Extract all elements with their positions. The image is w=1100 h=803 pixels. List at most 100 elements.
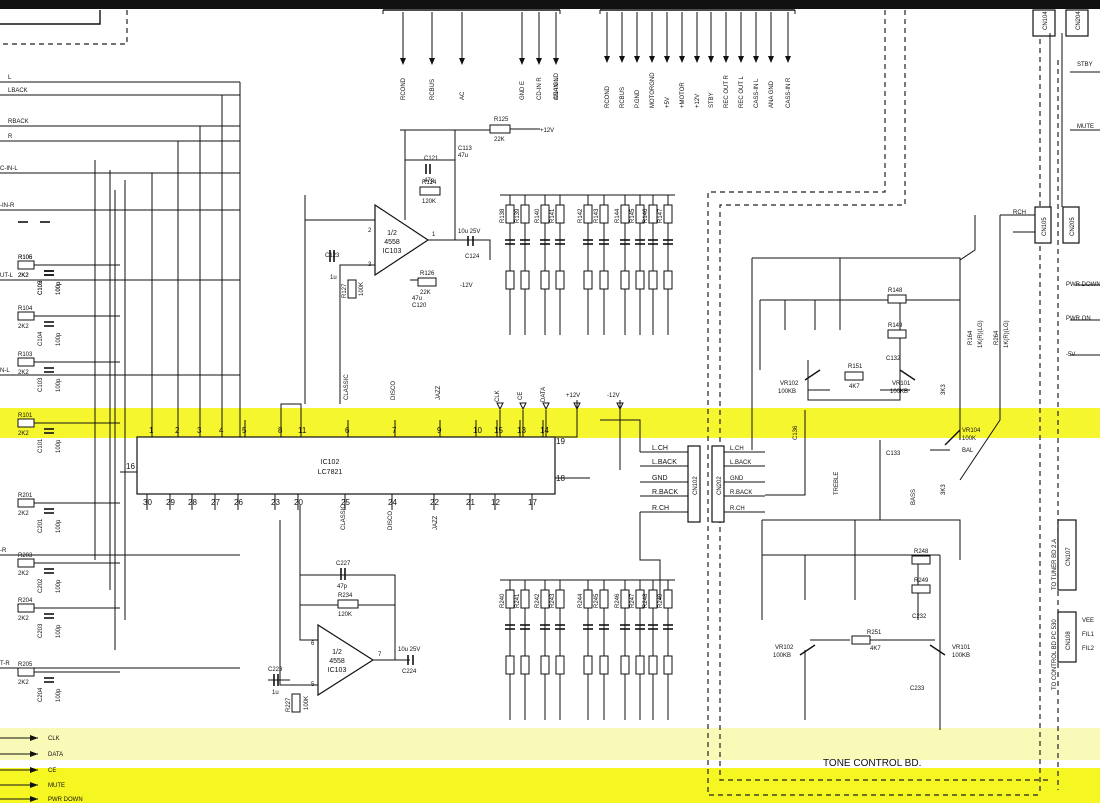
r151-top — [844, 371, 864, 381]
cn202-pin-label: R.CH — [730, 506, 745, 512]
opamp-top-half: 1/2 — [387, 230, 397, 237]
ic-top-pin-number: 2 — [175, 426, 180, 435]
left-resistor-value: 2K2 — [18, 616, 29, 622]
c120-value: 47u — [412, 296, 422, 302]
c123-label: C123 — [325, 253, 340, 259]
cn105-body — [1034, 206, 1052, 244]
r234 — [337, 599, 359, 609]
left-cap-value: 100p — [56, 332, 62, 346]
cn202: CN202 — [711, 445, 725, 523]
left-resistor-label: R105 — [18, 255, 33, 261]
c113-value: 47u — [458, 153, 468, 159]
r251 — [851, 635, 871, 645]
ic-bottom-pin-number: 28 — [188, 498, 197, 507]
left-resistor-value: 2K2 — [18, 511, 29, 517]
cn202-pin-label: GND — [730, 476, 744, 482]
tone-bottom-wipers — [799, 644, 946, 656]
eq-bottom-resistor — [648, 589, 658, 609]
top-left-arrow — [553, 58, 559, 65]
eq-top-resistor — [520, 204, 530, 224]
r251-label: R251 — [867, 630, 882, 636]
r127 — [347, 279, 357, 299]
c223-label: C223 — [268, 667, 283, 673]
left-resistor — [17, 418, 35, 428]
eq-bottom-resistor-label: R240 — [500, 593, 506, 608]
ic-top-pin-number: 8 — [278, 426, 283, 435]
opamp-bottom-pin6: 6 — [311, 641, 315, 647]
left-resistor — [17, 558, 35, 568]
left-resistor-label: R204 — [18, 598, 33, 604]
top-right-arrow — [738, 56, 744, 63]
fil2-label: FIL2 — [1082, 646, 1095, 652]
left-resistor — [17, 260, 35, 270]
tone-top-wires — [751, 257, 961, 520]
vr101-top-value: 100KB — [890, 389, 908, 395]
cn202-label: CN202 — [717, 476, 723, 495]
left-resistor — [17, 357, 35, 367]
eq-top-resistor-label: R147 — [658, 208, 664, 223]
top-left-arrow — [519, 58, 525, 65]
left-resistor — [17, 498, 35, 508]
ic-bottom-pin-number: 25 — [341, 498, 350, 507]
left-cap-label: C202 — [38, 578, 44, 593]
r264-label: R264 — [994, 330, 1000, 345]
ic-bottom-pin-number: 21 — [466, 498, 475, 507]
right-label: STBY — [1077, 62, 1093, 68]
r125-label: R125 — [494, 117, 509, 123]
left-cap-value: 100p — [56, 378, 62, 392]
left-cap-label: C104 — [38, 331, 44, 346]
to-tuner-label: TO TUNER BD 2.A — [1052, 539, 1058, 590]
top-left-arrow — [459, 58, 465, 65]
minus12-label: -12V — [607, 393, 620, 399]
left-cap-label: C203 — [38, 623, 44, 638]
opamp-top-wires — [304, 129, 491, 404]
cn202-body — [711, 445, 725, 523]
bottom-signal-label: CLK — [48, 736, 60, 742]
vr104-label: VR104 — [962, 428, 981, 434]
c121-value: 47p — [424, 178, 435, 184]
ic102-part: LC7821 — [318, 469, 343, 476]
left-cap-label: C105 — [38, 280, 44, 295]
eq-bottom-resistor-2 — [505, 655, 515, 675]
eq-bottom-resistor — [505, 589, 515, 609]
left-cap-value: 100p — [56, 281, 62, 295]
left-resistor-value: 2K2 — [18, 273, 29, 279]
c224-label: C224 — [402, 669, 417, 675]
ic-bottom-pin-number: 30 — [143, 498, 152, 507]
treble-label: TREBLE — [834, 472, 840, 495]
connector-pins: L.CHL.BACKGNDR.BACKR.CHL.CHL.BACKGNDR.BA… — [600, 419, 765, 600]
left-cap-value: 100p — [56, 624, 62, 638]
tone-board-outline-inner — [719, 10, 1050, 781]
top-right-label: MOTORGND — [650, 72, 656, 108]
eq-top-resistor — [540, 204, 550, 224]
opamp-bottom-part: 4558 — [329, 658, 345, 665]
r254-value: 3K3 — [941, 484, 947, 495]
eq-top-resistor-2 — [520, 270, 530, 290]
c233-label: C233 — [910, 686, 925, 692]
r149 — [887, 329, 907, 339]
top-right-label: +12V — [695, 94, 701, 108]
eq-top-resistor — [555, 204, 565, 224]
left-cap-label: C201 — [38, 518, 44, 533]
left-resistor-value: 2K2 — [18, 324, 29, 330]
top-left-label: ANA GND — [554, 72, 560, 100]
fil1-label: FIL1 — [1082, 632, 1095, 638]
c121-label: C121 — [424, 156, 439, 162]
eq-bottom-resistor-label: R243 — [550, 593, 556, 608]
right-label: MUTE — [1077, 124, 1094, 130]
jazz-bottom-label: JAZZ — [433, 515, 439, 530]
bottom-signal-label: CE — [48, 768, 56, 774]
vr101-bottom-value: 100KB — [952, 653, 970, 659]
eq-top-resistor-2 — [540, 270, 550, 290]
ic-top-pin-number: 15 — [494, 426, 503, 435]
top-left-dashed — [0, 10, 128, 45]
top-border — [0, 0, 1100, 9]
eq-bottom-resistor — [540, 589, 550, 609]
vr102-top-value: 100KB — [778, 389, 796, 395]
opamp-bottom: 1/2 4558 IC103 6 5 7 — [311, 623, 382, 697]
eq-top-resistor — [599, 204, 609, 224]
right-label: PWR ON — [1066, 316, 1091, 322]
